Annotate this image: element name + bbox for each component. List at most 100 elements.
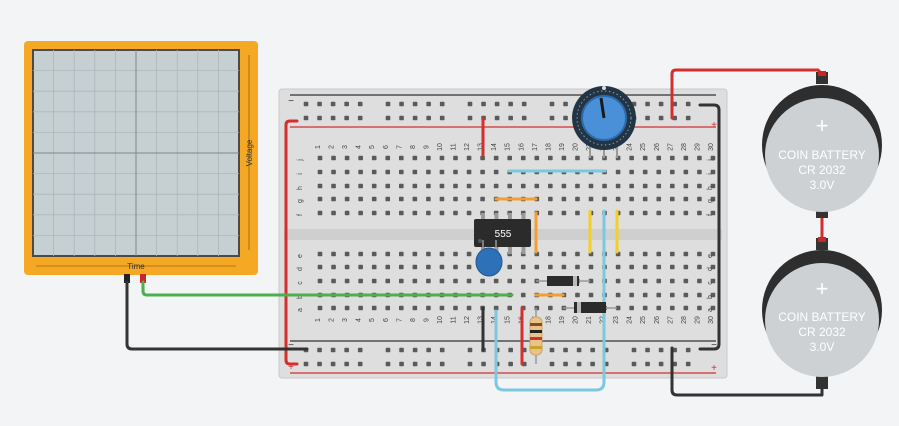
rail-hole[interactable]: [439, 361, 445, 367]
breadboard-hole[interactable]: [629, 196, 634, 202]
breadboard-hole[interactable]: [331, 196, 336, 202]
rail-hole[interactable]: [631, 361, 637, 367]
breadboard-hole[interactable]: [629, 183, 634, 189]
rail-hole[interactable]: [494, 115, 500, 121]
breadboard-hole[interactable]: [385, 251, 391, 257]
breadboard-hole[interactable]: [399, 169, 404, 175]
breadboard-hole[interactable]: [344, 196, 350, 202]
breadboard-hole[interactable]: [399, 278, 404, 284]
rail-hole[interactable]: [645, 101, 650, 107]
breadboard-hole[interactable]: [426, 169, 431, 175]
breadboard-hole[interactable]: [683, 196, 689, 202]
breadboard-hole[interactable]: [534, 264, 540, 270]
breadboard-hole[interactable]: [629, 305, 634, 311]
breadboard-hole[interactable]: [683, 278, 689, 284]
rail-hole[interactable]: [330, 115, 336, 121]
breadboard-hole[interactable]: [493, 278, 499, 284]
breadboard-hole[interactable]: [344, 183, 350, 189]
breadboard-hole[interactable]: [331, 169, 336, 175]
breadboard-hole[interactable]: [371, 210, 377, 216]
breadboard-hole[interactable]: [710, 278, 716, 284]
breadboard-hole[interactable]: [426, 264, 431, 270]
breadboard-hole[interactable]: [480, 155, 485, 161]
breadboard-hole[interactable]: [520, 292, 526, 298]
breadboard-hole[interactable]: [697, 196, 702, 202]
breadboard-hole[interactable]: [697, 210, 702, 216]
breadboard-hole[interactable]: [466, 196, 472, 202]
rail-hole[interactable]: [576, 347, 582, 353]
breadboard-hole[interactable]: [453, 169, 458, 175]
breadboard-hole[interactable]: [642, 169, 648, 175]
breadboard-hole[interactable]: [629, 264, 634, 270]
breadboard-hole[interactable]: [466, 305, 472, 311]
breadboard-hole[interactable]: [656, 169, 662, 175]
diode-bottom[interactable]: [563, 302, 617, 313]
breadboard-hole[interactable]: [412, 196, 418, 202]
breadboard-hole[interactable]: [575, 264, 580, 270]
breadboard-hole[interactable]: [344, 251, 350, 257]
breadboard-hole[interactable]: [656, 183, 662, 189]
breadboard-hole[interactable]: [683, 169, 689, 175]
breadboard-hole[interactable]: [493, 169, 499, 175]
breadboard-hole[interactable]: [426, 196, 431, 202]
oscilloscope[interactable]: Time Voltage: [24, 41, 258, 283]
breadboard-hole[interactable]: [656, 278, 662, 284]
breadboard-hole[interactable]: [642, 155, 648, 161]
breadboard-hole[interactable]: [317, 155, 323, 161]
breadboard-hole[interactable]: [670, 278, 675, 284]
breadboard-hole[interactable]: [371, 196, 377, 202]
breadboard-hole[interactable]: [642, 183, 648, 189]
rail-hole[interactable]: [303, 101, 309, 107]
breadboard-hole[interactable]: [358, 278, 363, 284]
breadboard-hole[interactable]: [480, 278, 485, 284]
breadboard-hole[interactable]: [629, 169, 634, 175]
breadboard-hole[interactable]: [453, 155, 458, 161]
breadboard-hole[interactable]: [561, 196, 567, 202]
breadboard-hole[interactable]: [507, 155, 512, 161]
breadboard-hole[interactable]: [642, 210, 648, 216]
breadboard-hole[interactable]: [331, 264, 336, 270]
breadboard-hole[interactable]: [358, 305, 363, 311]
breadboard-hole[interactable]: [358, 155, 363, 161]
breadboard-hole[interactable]: [588, 264, 594, 270]
rail-hole[interactable]: [685, 347, 691, 353]
breadboard-hole[interactable]: [548, 183, 553, 189]
breadboard-hole[interactable]: [358, 264, 363, 270]
rail-hole[interactable]: [467, 115, 473, 121]
breadboard-hole[interactable]: [656, 196, 662, 202]
rail-hole[interactable]: [344, 347, 349, 353]
breadboard-hole[interactable]: [656, 292, 662, 298]
wire-black-battery[interactable]: [670, 346, 824, 397]
rail-hole[interactable]: [399, 101, 404, 107]
breadboard-hole[interactable]: [656, 305, 662, 311]
breadboard-hole[interactable]: [358, 210, 363, 216]
breadboard-hole[interactable]: [358, 183, 363, 189]
breadboard-hole[interactable]: [317, 264, 323, 270]
breadboard-hole[interactable]: [426, 278, 431, 284]
breadboard-hole[interactable]: [642, 264, 648, 270]
breadboard-hole[interactable]: [453, 210, 458, 216]
breadboard-hole[interactable]: [683, 251, 689, 257]
breadboard-hole[interactable]: [656, 264, 662, 270]
breadboard-hole[interactable]: [629, 210, 634, 216]
breadboard-hole[interactable]: [642, 292, 648, 298]
breadboard-hole[interactable]: [561, 183, 567, 189]
breadboard-hole[interactable]: [561, 155, 567, 161]
breadboard-hole[interactable]: [385, 305, 391, 311]
rail-hole[interactable]: [412, 347, 418, 353]
breadboard-hole[interactable]: [439, 196, 445, 202]
rail-hole[interactable]: [658, 361, 664, 367]
breadboard-hole[interactable]: [629, 251, 634, 257]
breadboard-hole[interactable]: [439, 210, 445, 216]
rail-hole[interactable]: [658, 347, 664, 353]
breadboard-hole[interactable]: [656, 251, 662, 257]
rail-hole[interactable]: [576, 361, 582, 367]
breadboard-hole[interactable]: [697, 169, 702, 175]
breadboard-hole[interactable]: [358, 169, 363, 175]
breadboard-hole[interactable]: [439, 183, 445, 189]
breadboard-hole[interactable]: [710, 183, 716, 189]
breadboard-hole[interactable]: [439, 251, 445, 257]
breadboard-hole[interactable]: [507, 264, 512, 270]
rail-hole[interactable]: [399, 115, 404, 121]
breadboard-hole[interactable]: [466, 155, 472, 161]
